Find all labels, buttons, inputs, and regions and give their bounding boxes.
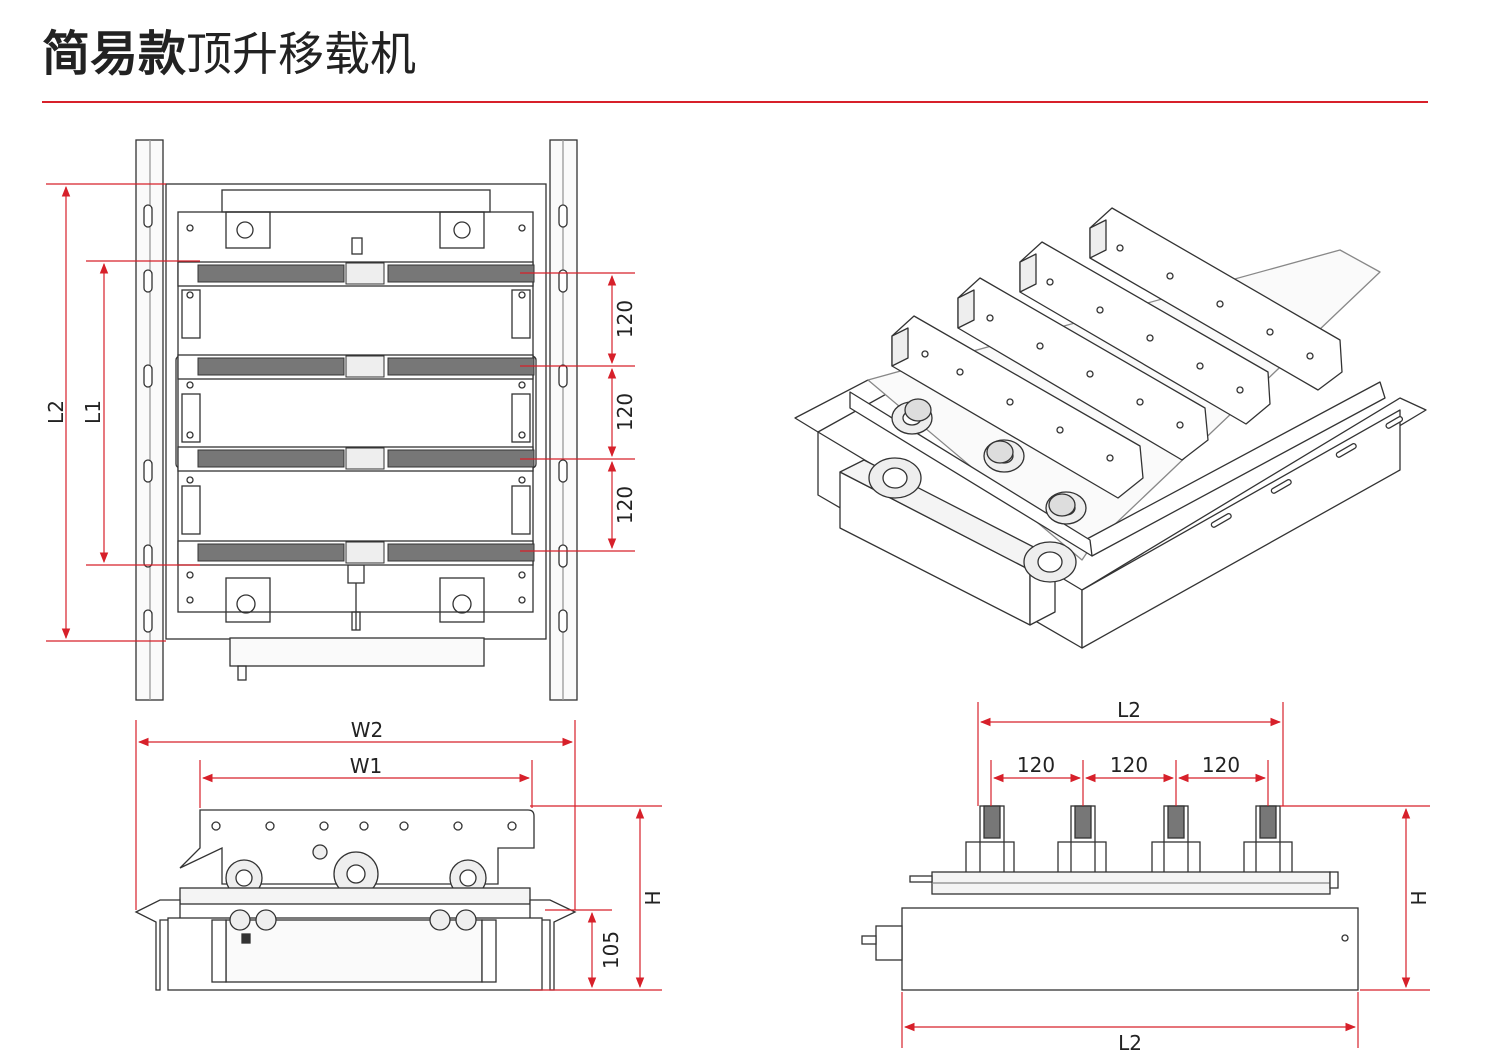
top-view <box>135 139 578 701</box>
front-view-h-label: H <box>641 890 665 905</box>
belt-row-2 <box>177 354 535 380</box>
isometric-view <box>794 207 1427 649</box>
side-view-l2-top-label: L2 <box>1117 698 1141 722</box>
page-title-rest: 顶升移载机 <box>186 27 417 81</box>
top-view-pitch-1: 120 <box>613 300 637 338</box>
front-view-w2-label: W2 <box>351 718 384 742</box>
iso-plate-3 <box>1019 241 1271 425</box>
top-view-pitch-2: 120 <box>613 393 637 431</box>
front-view-w1-label: W1 <box>350 754 383 778</box>
top-view-pitch-3: 120 <box>613 486 637 524</box>
side-view-pitch-1: 120 <box>1017 753 1055 777</box>
page-header: 简易款顶升移载机 <box>42 14 416 84</box>
side-view-l2-bottom-label: L2 <box>1118 1031 1142 1055</box>
page-title-bold: 简易款 <box>42 26 187 82</box>
belt-row-3 <box>177 446 535 472</box>
side-view-dimensions <box>901 702 1430 1048</box>
iso-plate-2 <box>957 277 1209 461</box>
belt-row-4 <box>177 540 535 566</box>
iso-plate-1 <box>891 315 1144 499</box>
top-view-dimensions <box>46 183 635 642</box>
belt-row-1 <box>177 261 535 287</box>
side-view-pitch-2: 120 <box>1110 753 1148 777</box>
top-view-belts <box>177 261 535 566</box>
iso-plate-4 <box>1089 207 1343 391</box>
side-view <box>861 805 1359 991</box>
side-view-pitch-3: 120 <box>1202 753 1240 777</box>
front-view <box>134 809 577 991</box>
top-view-l2-label: L2 <box>44 400 68 424</box>
front-view-base-height: 105 <box>599 931 623 969</box>
header-divider <box>42 101 1428 103</box>
front-view-dimensions <box>135 720 662 991</box>
side-view-h-label: H <box>1407 890 1431 905</box>
top-view-l1-label: L1 <box>81 400 105 424</box>
